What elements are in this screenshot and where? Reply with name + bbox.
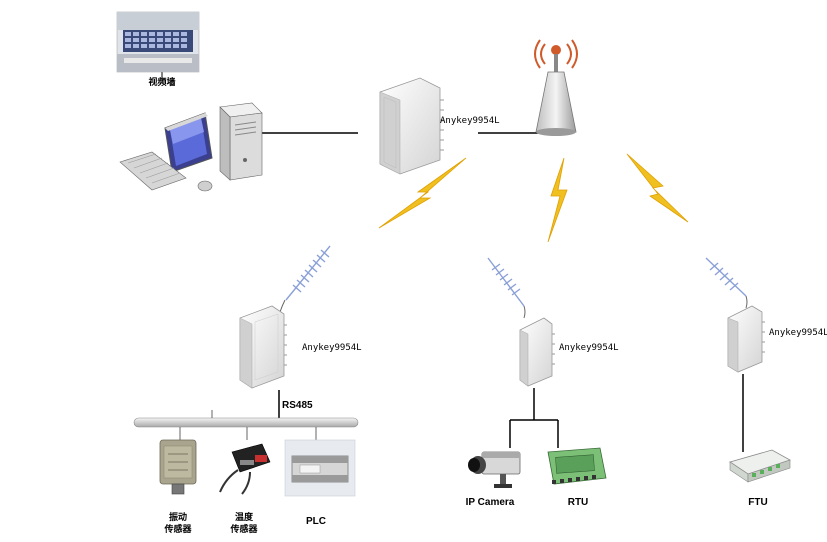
rs485-bus-bar: [133, 417, 359, 428]
video-wall-label: 视频墙: [148, 76, 175, 88]
router-top-device: [379, 77, 444, 175]
router-mid-label: Anykey9954L: [559, 343, 619, 353]
ftu-label: FTU: [748, 497, 767, 508]
rtu-label: RTU: [568, 497, 589, 508]
plc-image: [284, 439, 356, 497]
vibration-sensor-label-line1: 振动: [169, 511, 187, 523]
rtu-image: [547, 447, 607, 485]
wireless-signal-bolt-left: [378, 157, 467, 229]
antenna-left-icon: [279, 245, 331, 313]
ip-camera-image: [468, 451, 521, 488]
temperature-sensor-label-line2: 传感器: [229, 523, 258, 535]
temperature-sensor-image: [219, 443, 271, 495]
computer-icon: [119, 102, 263, 192]
router-left-device: [239, 305, 287, 389]
rs485-label: RS485: [282, 400, 313, 411]
antenna-mid-icon: [487, 257, 526, 319]
router-left-label: Anykey9954L: [302, 343, 362, 353]
video-wall-image: [116, 11, 200, 73]
ftu-image: [729, 449, 791, 483]
router-mid-device: [519, 317, 555, 387]
router-top-label: Anykey9954L: [440, 116, 500, 126]
vibration-sensor-image: [159, 439, 197, 495]
router-right-device: [727, 305, 765, 373]
vibration-sensor-label-line2: 传感器: [163, 523, 192, 535]
wireless-signal-bolt-right: [626, 153, 689, 223]
antenna-right-icon: [705, 257, 748, 309]
wireless-signal-bolt-mid: [547, 157, 568, 243]
router-right-label: Anykey9954L: [769, 328, 827, 338]
temperature-sensor-label-line1: 温度: [235, 511, 254, 523]
base-station-tower-icon: [534, 39, 578, 136]
ip-camera-label: IP Camera: [466, 497, 515, 508]
plc-label: PLC: [306, 516, 326, 527]
